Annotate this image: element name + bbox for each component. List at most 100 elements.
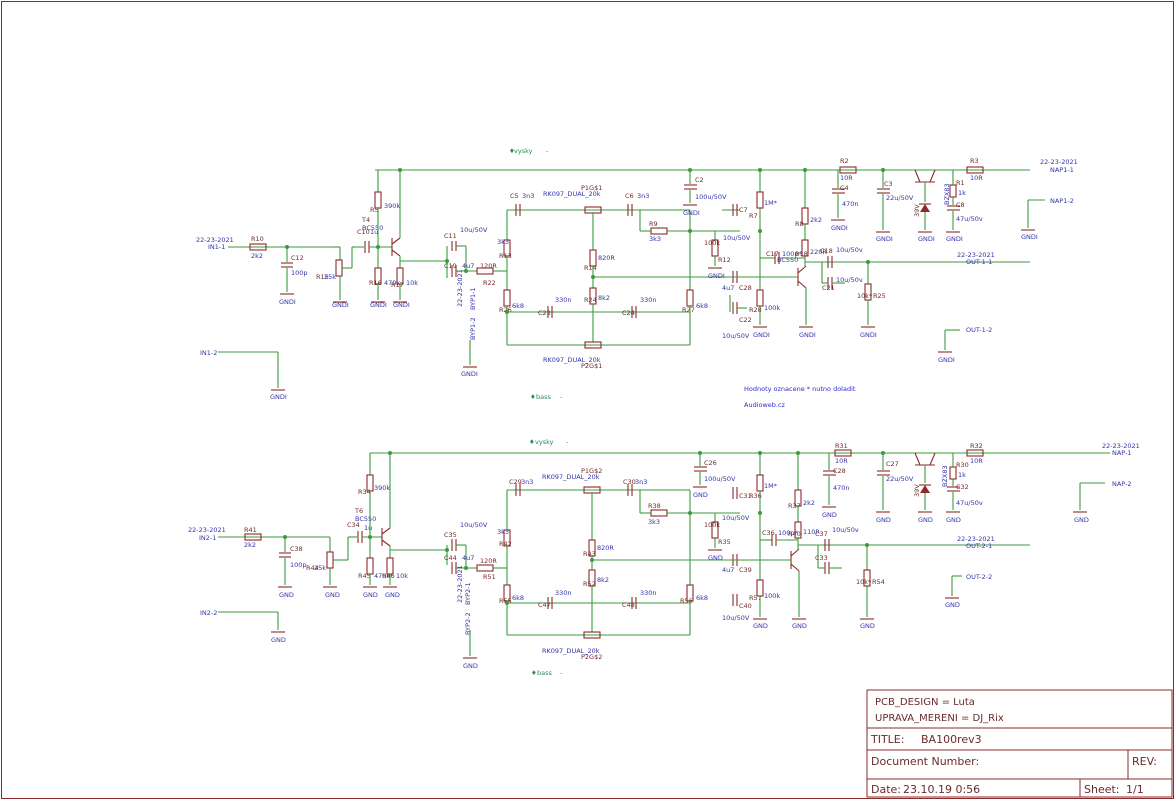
svg-text:22-23-2021: 22-23-2021 xyxy=(456,565,464,603)
svg-text:39V: 39V xyxy=(913,484,921,497)
svg-text:100u/50V: 100u/50V xyxy=(695,193,727,201)
svg-text:C23: C23 xyxy=(538,309,551,317)
svg-text:RK097_DUAL_20k: RK097_DUAL_20k xyxy=(543,356,601,364)
svg-text:BC550: BC550 xyxy=(362,224,383,232)
svg-text:R10: R10 xyxy=(251,235,264,243)
svg-text:C37: C37 xyxy=(815,530,828,538)
in-net-1: 22-23-2021 xyxy=(196,236,234,244)
svg-text:BYP1-2: BYP1-2 xyxy=(469,317,477,340)
svg-text:R13: R13 xyxy=(499,252,512,260)
svg-text:10u/50V: 10u/50V xyxy=(722,614,750,622)
svg-text:R35: R35 xyxy=(718,538,731,546)
svg-text:OUT-2-1: OUT-2-1 xyxy=(966,542,992,550)
svg-text:GNDI: GNDI xyxy=(270,393,287,401)
svg-text:P1G$2: P1G$2 xyxy=(581,467,602,475)
svg-text:R25: R25 xyxy=(873,292,886,300)
svg-text:R52: R52 xyxy=(583,580,596,588)
svg-text:C31: C31 xyxy=(739,492,752,500)
svg-text:R9: R9 xyxy=(649,220,658,228)
svg-text:GND: GND xyxy=(708,554,723,562)
svg-text:22-23-2021: 22-23-2021 xyxy=(957,535,995,543)
sheet-label: Sheet: xyxy=(1084,783,1120,796)
svg-text:22u/50V: 22u/50V xyxy=(886,194,914,202)
svg-text:C47: C47 xyxy=(538,601,551,609)
title-value: BA100rev3 xyxy=(921,733,982,746)
website-note: Audioweb.cz xyxy=(744,401,786,409)
svg-text:R46: R46 xyxy=(382,572,395,580)
svg-text:1M*: 1M* xyxy=(764,199,778,207)
svg-text:R56: R56 xyxy=(680,597,693,605)
svg-text:BYP2-1: BYP2-1 xyxy=(464,582,472,605)
svg-text:-: - xyxy=(566,438,569,446)
svg-text:C27: C27 xyxy=(886,460,899,468)
svg-text:330n: 330n xyxy=(555,296,572,304)
svg-text:RK097_DUAL_20k: RK097_DUAL_20k xyxy=(542,647,600,655)
svg-text:100p*: 100p* xyxy=(778,529,799,537)
svg-text:GND: GND xyxy=(946,516,961,524)
svg-text:25k: 25k xyxy=(314,564,326,572)
svg-text:6k8: 6k8 xyxy=(696,302,708,310)
svg-text:R1: R1 xyxy=(956,179,965,187)
date-label: Date: xyxy=(871,783,901,796)
svg-text:C12: C12 xyxy=(291,254,304,262)
svg-text:3n3: 3n3 xyxy=(522,192,534,200)
svg-text:R15: R15 xyxy=(316,273,329,281)
svg-text:C6: C6 xyxy=(625,192,634,200)
svg-text:bass: bass xyxy=(537,669,552,677)
svg-text:100k: 100k xyxy=(704,521,720,529)
tuning-note: Hodnoty oznacene * nutno doladit xyxy=(744,385,856,393)
svg-text:BC550: BC550 xyxy=(355,515,376,523)
svg-text:T4: T4 xyxy=(361,216,370,224)
pcb-design-text: PCB_DESIGN = Luta xyxy=(875,697,975,708)
svg-text:10k*: 10k* xyxy=(857,292,873,300)
svg-text:R17: R17 xyxy=(391,281,404,289)
svg-text:4u7: 4u7 xyxy=(722,566,734,574)
svg-text:47u/50v: 47u/50v xyxy=(956,499,983,507)
svg-text:C18: C18 xyxy=(820,247,833,255)
svg-text:C5: C5 xyxy=(510,192,519,200)
svg-text:C33: C33 xyxy=(815,554,828,562)
title-label: TITLE: xyxy=(870,733,904,746)
svg-text:22u/50V: 22u/50V xyxy=(886,475,914,483)
svg-text:R55: R55 xyxy=(499,597,512,605)
svg-text:820R: 820R xyxy=(598,254,615,262)
svg-text:6k8: 6k8 xyxy=(696,594,708,602)
svg-text:3n3: 3n3 xyxy=(637,192,649,200)
svg-text:GNDI: GNDI xyxy=(332,301,349,309)
svg-text:♦: ♦ xyxy=(529,438,535,446)
svg-text:C29: C29 xyxy=(509,478,522,486)
svg-text:GND: GND xyxy=(792,622,807,630)
svg-text:39V: 39V xyxy=(913,204,921,217)
svg-text:P1G$1: P1G$1 xyxy=(581,184,602,192)
svg-text:GNDI: GNDI xyxy=(1021,233,1038,241)
svg-text:10k*: 10k* xyxy=(856,578,872,586)
svg-text:GNDI: GNDI xyxy=(938,356,955,364)
svg-text:GNDI: GNDI xyxy=(370,301,387,309)
svg-text:C36: C36 xyxy=(762,529,775,537)
svg-text:10u/50V: 10u/50V xyxy=(723,234,751,242)
svg-text:C30: C30 xyxy=(623,478,636,486)
svg-text:1M*: 1M* xyxy=(764,482,778,490)
svg-text:47u/50v: 47u/50v xyxy=(956,215,983,223)
svg-text:110R: 110R xyxy=(803,528,820,536)
svg-text:C39: C39 xyxy=(739,566,752,574)
svg-text:1u: 1u xyxy=(370,228,378,236)
svg-text:♦: ♦ xyxy=(509,147,515,155)
svg-text:C48: C48 xyxy=(622,601,635,609)
svg-text:T6: T6 xyxy=(354,507,363,515)
svg-text:4u7: 4u7 xyxy=(462,554,474,562)
svg-text:GNDI: GNDI xyxy=(831,224,848,232)
svg-text:IN2-2: IN2-2 xyxy=(200,609,217,617)
svg-text:BYP1-1: BYP1-1 xyxy=(469,287,477,310)
svg-text:C28: C28 xyxy=(833,467,846,475)
svg-text:R14: R14 xyxy=(584,264,597,272)
svg-text:10R: 10R xyxy=(970,457,983,465)
svg-text:C3: C3 xyxy=(884,180,893,188)
svg-text:22-23-2021: 22-23-2021 xyxy=(957,251,995,259)
svg-text:-: - xyxy=(560,393,563,401)
svg-text:10k: 10k xyxy=(406,279,418,287)
svg-text:R5: R5 xyxy=(370,206,379,214)
svg-text:C7: C7 xyxy=(739,206,748,214)
